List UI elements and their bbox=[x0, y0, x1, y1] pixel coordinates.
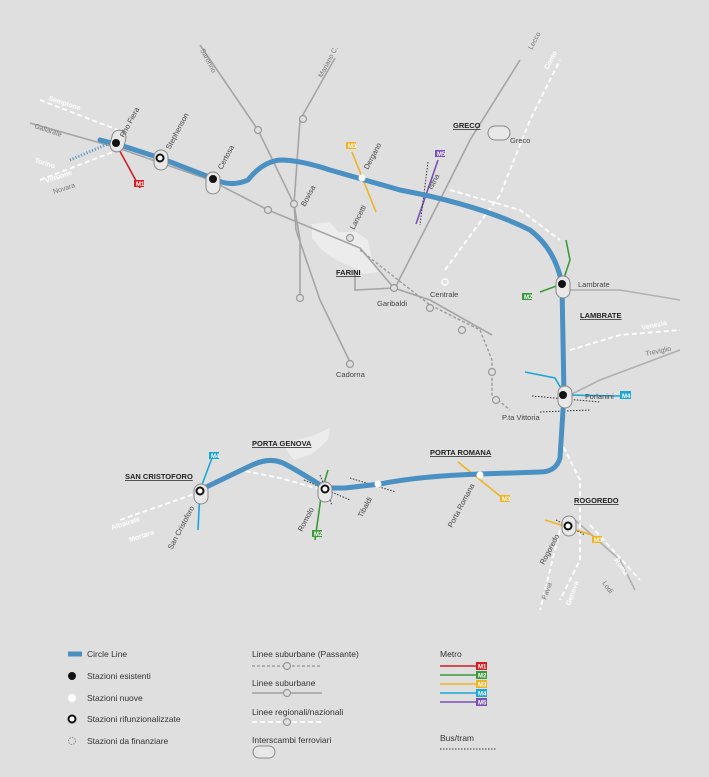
station-garibaldi: Garibaldi bbox=[377, 299, 407, 308]
legend: Circle Line Stazioni esistenti Stazioni … bbox=[60, 646, 700, 766]
m4-badge-san-cristoforo bbox=[209, 452, 219, 459]
station-rho-fiera: Rho Fiera bbox=[118, 105, 142, 139]
svg-text:M1: M1 bbox=[136, 182, 145, 188]
suburban-station-markers bbox=[253, 114, 501, 405]
circle-line bbox=[97, 137, 567, 493]
porta-genova-area bbox=[282, 428, 330, 460]
farini-area bbox=[312, 222, 378, 274]
direction-mariano: Mariano C. bbox=[318, 45, 340, 79]
direction-saronno: Saronno bbox=[198, 48, 217, 75]
svg-text:M4: M4 bbox=[211, 454, 220, 460]
svg-text:M4: M4 bbox=[478, 692, 487, 698]
station-pta-vittoria: P.ta Vittoria bbox=[502, 413, 540, 422]
direction-mortara: Mortara bbox=[128, 529, 155, 544]
m5-badge bbox=[435, 150, 445, 157]
station-lancetti: Lancetti bbox=[348, 203, 368, 231]
svg-text:M3: M3 bbox=[478, 683, 487, 689]
svg-text:M3: M3 bbox=[594, 538, 603, 544]
m1-badge bbox=[134, 180, 144, 187]
svg-text:M2: M2 bbox=[478, 674, 487, 680]
m3-line-porta-romana bbox=[457, 461, 506, 501]
direction-novara: Novara bbox=[52, 182, 76, 196]
district-farini: FARINI bbox=[336, 268, 361, 277]
direction-lodi: Lodi bbox=[600, 580, 614, 595]
direction-albairate: Albairate bbox=[110, 516, 141, 532]
m2-line-lambrate bbox=[539, 239, 571, 293]
circle-line-west-tail bbox=[69, 141, 111, 162]
direction-roma: Roma bbox=[612, 557, 629, 577]
legend-metro: Metro bbox=[440, 649, 462, 659]
legend-regional: Linee regionali/nazionali bbox=[252, 707, 344, 717]
district-lambrate: LAMBRATE bbox=[580, 311, 622, 320]
direction-lecco: Lecco bbox=[528, 31, 543, 51]
bus-tram-lines bbox=[303, 161, 601, 536]
station-tibaldi: Tibaldi bbox=[356, 495, 374, 519]
legend-to-finance: Stazioni da finanziare bbox=[87, 736, 169, 746]
svg-text:M2: M2 bbox=[524, 295, 533, 301]
district-rogoredo: ROGOREDO bbox=[574, 496, 619, 505]
legend-refunctionalized: Stazioni rifunzionalizzate bbox=[87, 714, 181, 724]
m5-line bbox=[415, 159, 439, 225]
legend-existing: Stazioni esistenti bbox=[87, 671, 151, 681]
direction-venezia: Venezia bbox=[641, 320, 668, 332]
refunctionalized-stations bbox=[155, 153, 573, 531]
svg-text:M5: M5 bbox=[437, 152, 446, 158]
svg-text:M4: M4 bbox=[622, 394, 631, 400]
station-certosa: Certosa bbox=[216, 143, 237, 171]
station-dergano: Dergano bbox=[362, 141, 383, 171]
svg-text:M1: M1 bbox=[478, 665, 487, 671]
legend-passante: Linee suburbane (Passante) bbox=[252, 649, 359, 659]
m4-badge-forlanini bbox=[620, 391, 631, 399]
direction-treviglio: Treviglio bbox=[645, 346, 672, 358]
district-san-cristoforo: SAN CRISTOFORO bbox=[125, 472, 193, 481]
svg-text:M2: M2 bbox=[314, 532, 323, 538]
station-rogoredo: Rogoredo bbox=[538, 533, 561, 566]
legend-symbols bbox=[67, 651, 496, 759]
new-stations bbox=[358, 174, 484, 488]
district-porta-genova: PORTA GENOVA bbox=[252, 439, 312, 448]
legend-suburban: Linee suburbane bbox=[252, 678, 316, 688]
direction-pavia: Pavia bbox=[541, 582, 554, 601]
direction-torino: Torino bbox=[33, 157, 55, 170]
centrale-station bbox=[441, 278, 449, 286]
svg-text:M5: M5 bbox=[478, 701, 487, 707]
district-porta-romana: PORTA ROMANA bbox=[430, 448, 492, 457]
station-porta-romana: Porta Romana bbox=[446, 481, 477, 529]
station-san-cristoforo: San Cristoforo bbox=[166, 504, 196, 551]
legend-metro-badges: M1 M2 M3 M4 M5 bbox=[478, 665, 487, 707]
legend-bus-tram: Bus/tram bbox=[440, 733, 475, 743]
m3-badge-rogoredo bbox=[592, 536, 602, 543]
station-bovisa: Bovisa bbox=[299, 183, 318, 208]
metro-badges: M1 M2 M2 M3 M3 M3 M4 M4 M5 bbox=[134, 142, 631, 544]
m4-line-forlanini bbox=[524, 371, 621, 397]
legend-interchange: Interscambi ferroviari bbox=[252, 735, 332, 745]
svg-text:M3: M3 bbox=[502, 497, 511, 503]
direction-gallarate: Gallarate bbox=[33, 123, 62, 138]
svg-text:M3: M3 bbox=[348, 144, 357, 150]
existing-stations bbox=[112, 139, 567, 399]
legend-new: Stazioni nuove bbox=[87, 693, 143, 703]
station-stephenson: Stephenson bbox=[164, 111, 191, 151]
station-greco: Greco bbox=[510, 136, 530, 145]
station-romolo: Romolo bbox=[296, 506, 316, 533]
m3-badge-dergano bbox=[346, 142, 356, 149]
district-greco: GRECO bbox=[453, 121, 481, 130]
station-istria: Istria bbox=[426, 172, 442, 191]
m2-badge-lambrate bbox=[522, 293, 532, 300]
station-forlanini: Forlanini bbox=[585, 392, 614, 401]
station-centrale: Centrale bbox=[430, 290, 458, 299]
station-cadorna: Cadorna bbox=[336, 370, 366, 379]
station-lambrate: Lambrate bbox=[578, 280, 610, 289]
m3-badge-porta-romana bbox=[500, 495, 510, 502]
direction-genova: Genova bbox=[565, 580, 580, 607]
m2-badge-romolo bbox=[312, 530, 322, 537]
legend-circle-line: Circle Line bbox=[87, 649, 128, 659]
